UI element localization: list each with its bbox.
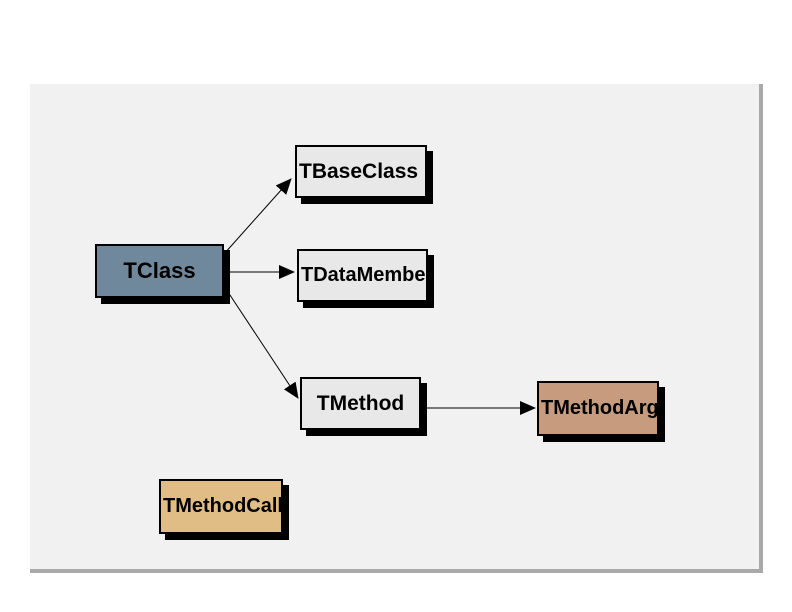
node-tdatamember[interactable]: TDataMember	[297, 249, 428, 302]
node-tmethodcall[interactable]: TMethodCall	[159, 479, 283, 534]
node-tmethodcall-label: TMethodCall	[163, 495, 283, 517]
node-tmethodarg[interactable]: TMethodArg	[537, 381, 659, 436]
node-tclass-label: TClass	[123, 258, 196, 283]
node-tbaseclass-label: TBaseClass	[299, 159, 419, 183]
node-tmethod[interactable]: TMethod	[300, 377, 421, 430]
node-tdatamember-label: TDataMember	[301, 264, 428, 286]
node-tbaseclass[interactable]: TBaseClass	[295, 145, 427, 198]
node-tmethodarg-label: TMethodArg	[541, 397, 659, 419]
node-tmethod-label: TMethod	[316, 391, 405, 415]
node-tclass[interactable]: TClass	[95, 244, 224, 298]
